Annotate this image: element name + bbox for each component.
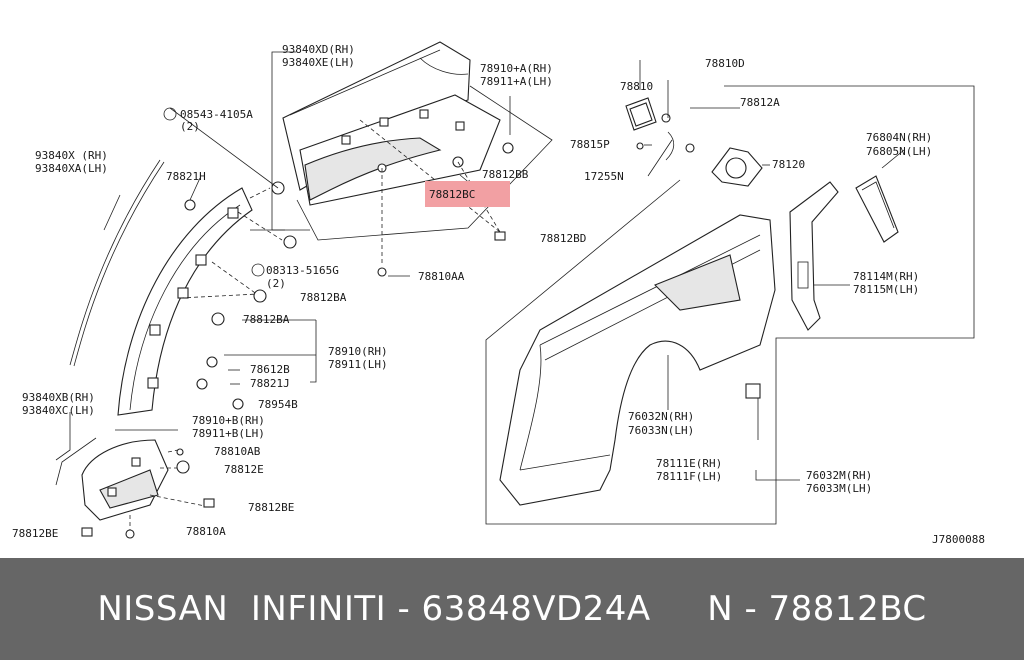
label-l1: 93840XD(RH) xyxy=(282,43,355,56)
label-l3: 78910+A(RH) xyxy=(480,62,553,75)
label-l13: 08313-5165G xyxy=(266,264,339,277)
label-l36: 17255N xyxy=(584,170,624,183)
label-l32: 78810 xyxy=(620,80,653,93)
label-l44: 78111E(RH) xyxy=(656,457,722,470)
highlight-box xyxy=(425,181,510,207)
label-l16: 78812BA xyxy=(300,291,347,304)
fasteners xyxy=(81,181,506,539)
label-l8: 93840XA(LH) xyxy=(35,162,108,175)
label-l6: (2) xyxy=(180,120,200,133)
upper-panel-box xyxy=(296,85,553,241)
label-l9: 78821H xyxy=(166,170,206,183)
pillar-trim xyxy=(789,181,839,331)
label-l7: 93840X (RH) xyxy=(35,149,108,162)
label-l27: 78810AB xyxy=(214,445,261,458)
label-l29: 78812BE xyxy=(248,501,294,514)
s-marker-1 xyxy=(163,107,177,121)
label-l17: 78812BA xyxy=(243,313,290,326)
label-l41: 78115M(LH) xyxy=(853,283,919,296)
footer-part-numbers: NISSAN INFINITI - 63848VD24A N - 78812BC xyxy=(97,589,927,629)
label-l25: 78910+B(RH) xyxy=(192,414,265,427)
label-l39: 76805N(LH) xyxy=(866,145,932,158)
parts-diagram: 93840XD(RH) 93840XE(LH) 78910+A(RH) 7891… xyxy=(12,41,985,546)
label-l11: 78812BC xyxy=(429,188,475,201)
label-l43: 76033N(LH) xyxy=(628,424,694,437)
quarter-panel xyxy=(499,214,776,506)
label-l37: 78120 xyxy=(772,158,805,171)
upper-panel-bracket xyxy=(271,51,310,231)
label-l45: 78111F(LH) xyxy=(656,470,722,483)
label-l18: 78910(RH) xyxy=(328,345,388,358)
label-l10: 78812BB xyxy=(482,168,529,181)
upper-trim-panel xyxy=(282,41,514,206)
footer-bar: NISSAN INFINITI - 63848VD24A N - 78812BC xyxy=(0,558,1024,660)
label-l24: 93840XC(LH) xyxy=(22,404,95,417)
s-marker-2 xyxy=(251,263,265,277)
label-l34: 78812A xyxy=(740,96,780,109)
label-l12: 78812BD xyxy=(540,232,586,245)
clip-78111 xyxy=(745,383,761,399)
weatherstrip-lower xyxy=(55,437,97,486)
label-l33: 78810D xyxy=(705,57,745,70)
label-l2: 93840XE(LH) xyxy=(282,56,355,69)
label-l19: 78911(LH) xyxy=(328,358,388,371)
label-l48: J7800088 xyxy=(932,533,985,546)
label-l14: (2) xyxy=(266,277,286,290)
cover-trim xyxy=(855,175,899,243)
label-l42: 76032N(RH) xyxy=(628,410,694,423)
label-l40: 78114M(RH) xyxy=(853,270,919,283)
label-l4: 78911+A(LH) xyxy=(480,75,553,88)
label-l23: 93840XB(RH) xyxy=(22,391,95,404)
label-l28: 78812E xyxy=(224,463,264,476)
lower-trim xyxy=(81,439,169,521)
label-l26: 78911+B(LH) xyxy=(192,427,265,440)
quarter-panel-box xyxy=(485,85,975,525)
lamp-parts xyxy=(625,97,763,187)
label-l5: 08543-4105A xyxy=(180,108,253,121)
label-l22: 78954B xyxy=(258,398,298,411)
label-l20: 78612B xyxy=(250,363,290,376)
label-l21: 78821J xyxy=(250,377,290,390)
label-l47: 76033M(LH) xyxy=(806,482,872,495)
label-l46: 76032M(RH) xyxy=(806,469,872,482)
label-l30: 78812BE xyxy=(12,527,58,540)
label-l15: 78810AA xyxy=(418,270,465,283)
wheel-arch-trim xyxy=(117,187,253,416)
label-l35: 78815P xyxy=(570,138,610,151)
label-l31: 78810A xyxy=(186,525,226,538)
weatherstrip-upper xyxy=(69,159,161,366)
label-l38: 76804N(RH) xyxy=(866,131,932,144)
